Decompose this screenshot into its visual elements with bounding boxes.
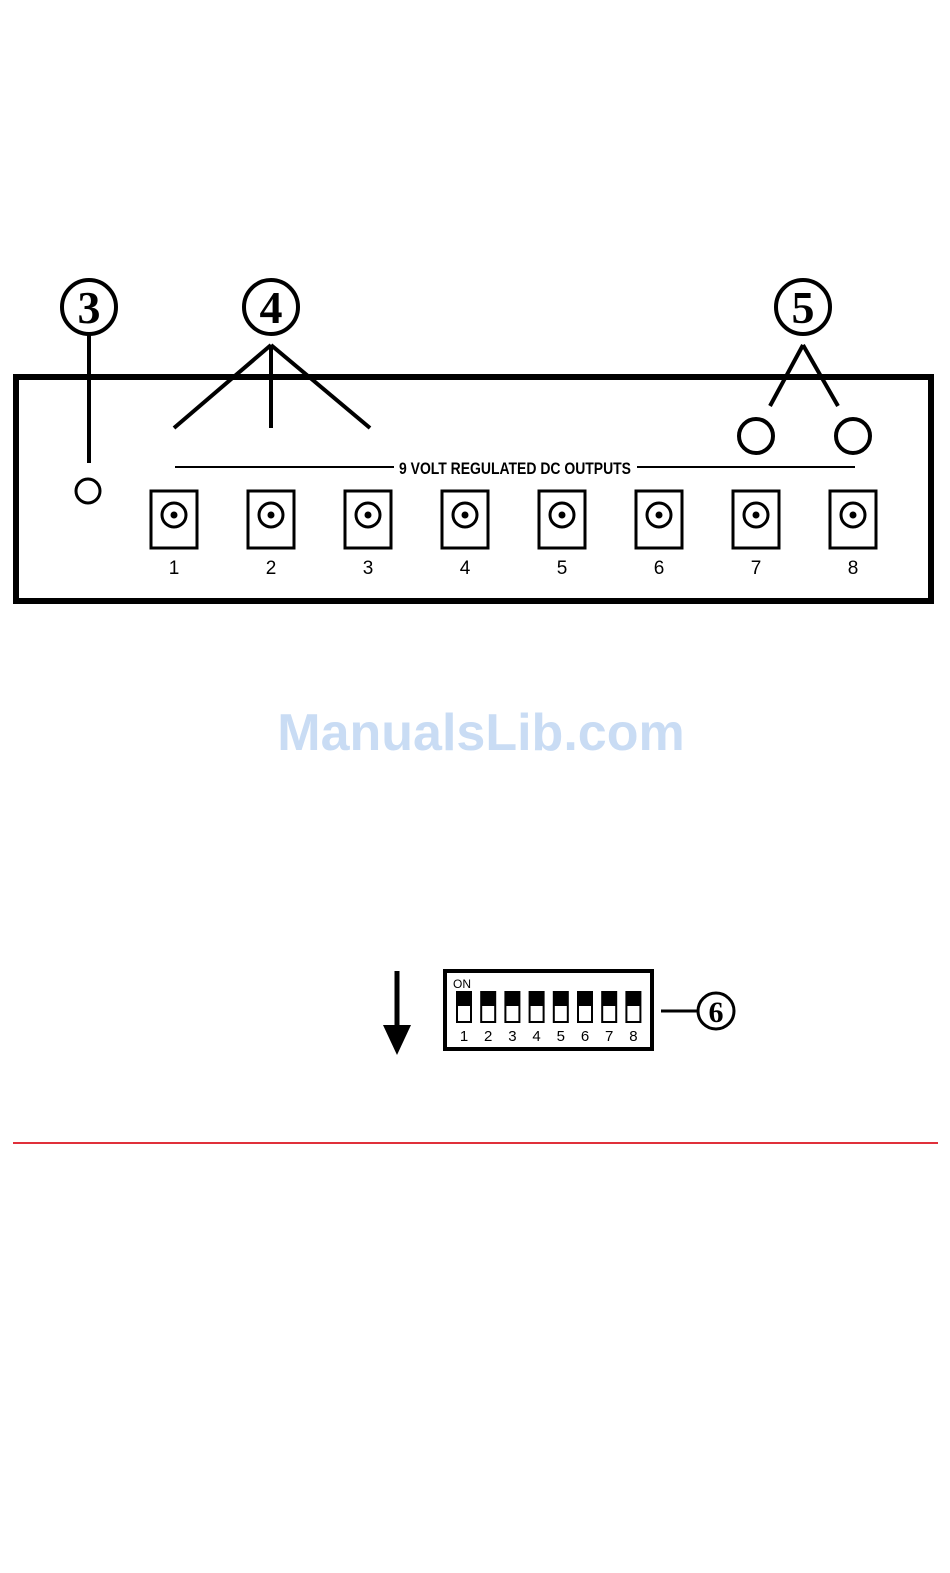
callout-5: 5 xyxy=(770,280,838,406)
down-arrow-icon xyxy=(383,971,411,1055)
dip-switch-lever xyxy=(481,992,495,1006)
output-jack: 4 xyxy=(442,491,488,579)
output-jack: 7 xyxy=(733,491,779,579)
output-jack-pin xyxy=(559,512,566,519)
indicator-led-right xyxy=(836,419,870,453)
callout-6: 6 xyxy=(661,993,734,1029)
dip-switch-number: 7 xyxy=(605,1028,613,1045)
power-led xyxy=(76,479,100,503)
callout-6-label: 6 xyxy=(709,996,724,1029)
dip-switch-housing xyxy=(445,971,652,1049)
dip-switch-number: 5 xyxy=(557,1028,565,1045)
output-jack-number: 8 xyxy=(848,558,859,579)
output-jack-pin xyxy=(753,512,760,519)
dip-switch-lever xyxy=(578,992,592,1006)
callout-3: 3 xyxy=(62,280,116,463)
output-jack: 3 xyxy=(345,491,391,579)
dip-switch-number: 4 xyxy=(532,1028,540,1045)
dip-switch-number: 8 xyxy=(629,1028,637,1045)
dip-switch-lever xyxy=(626,992,640,1006)
dip-on-label: ON xyxy=(453,977,471,991)
dip-switch-lever xyxy=(505,992,519,1006)
watermark: ManualsLib.com xyxy=(277,704,684,762)
callout-4-label: 4 xyxy=(260,282,283,333)
output-jack-number: 6 xyxy=(654,558,665,579)
output-jack-pin xyxy=(365,512,372,519)
callout-5-label: 5 xyxy=(792,282,815,333)
indicator-led-left xyxy=(739,419,773,453)
output-jack-number: 7 xyxy=(751,558,762,579)
dip-switch-number: 1 xyxy=(460,1028,468,1045)
output-jack: 1 xyxy=(151,491,197,579)
dip-switch-lever xyxy=(602,992,616,1006)
output-jack-number: 1 xyxy=(169,558,180,579)
dip-switch-number: 3 xyxy=(508,1028,516,1045)
callout-3-label: 3 xyxy=(78,282,101,333)
power-supply-panel xyxy=(16,377,931,601)
output-jack: 5 xyxy=(539,491,585,579)
callout-4-leader-right xyxy=(271,345,370,428)
outputs-title: 9 VOLT REGULATED DC OUTPUTS xyxy=(399,459,631,478)
output-jack-pin xyxy=(171,512,178,519)
output-jack-pin xyxy=(850,512,857,519)
output-jack: 6 xyxy=(636,491,682,579)
callout-4-leader-left xyxy=(174,345,271,428)
output-jack: 8 xyxy=(830,491,876,579)
dip-switch-lever xyxy=(530,992,544,1006)
output-jack-number: 2 xyxy=(266,558,277,579)
dip-switch-number: 6 xyxy=(581,1028,589,1045)
callout-4: 4 xyxy=(174,280,370,428)
dip-switch-lever xyxy=(457,992,471,1006)
output-jack-pin xyxy=(268,512,275,519)
output-jack-number: 3 xyxy=(363,558,374,579)
output-jack: 2 xyxy=(248,491,294,579)
output-jack-pin xyxy=(462,512,469,519)
output-jacks: 1 2 3 4 5 6 7 8 xyxy=(151,491,876,579)
output-jack-pin xyxy=(656,512,663,519)
output-jack-number: 5 xyxy=(557,558,568,579)
output-jack-number: 4 xyxy=(460,558,471,579)
dip-switch-lever xyxy=(554,992,568,1006)
dip-switch-number: 2 xyxy=(484,1028,492,1045)
